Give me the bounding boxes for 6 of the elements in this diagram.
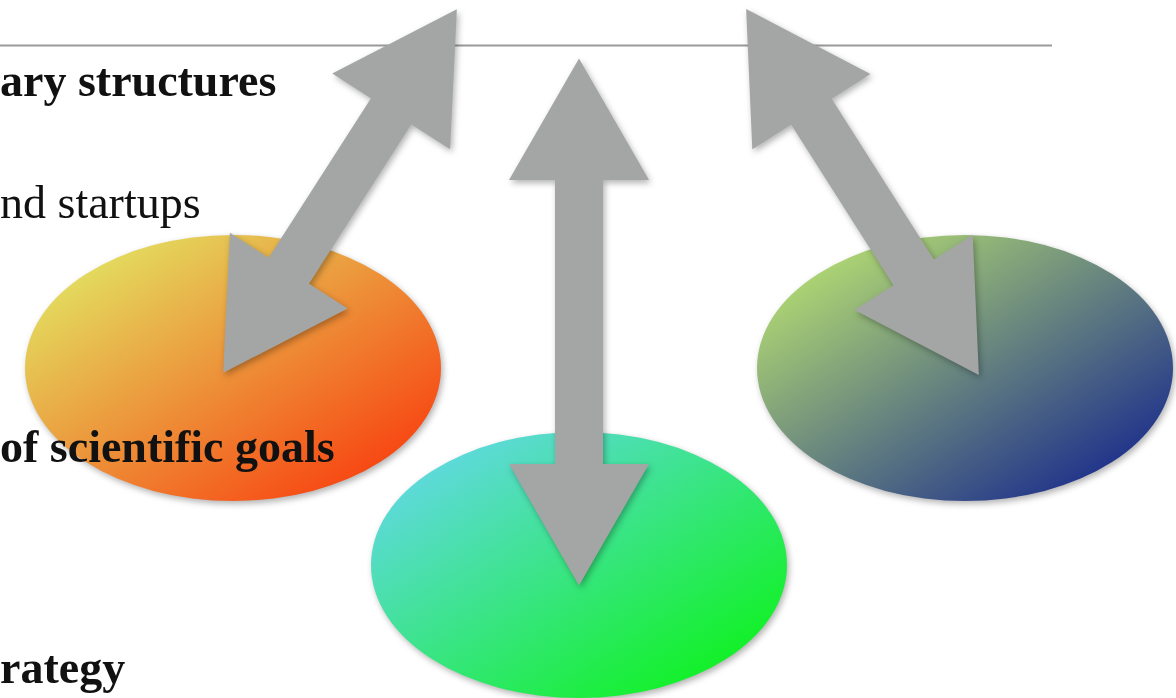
double-arrow [746,9,979,375]
slide-text: rategy [0,645,126,691]
double-arrow [223,9,457,373]
slide-text: ary structures [0,58,277,104]
slide-text: nd startups [0,180,201,226]
double-arrow [509,58,649,586]
